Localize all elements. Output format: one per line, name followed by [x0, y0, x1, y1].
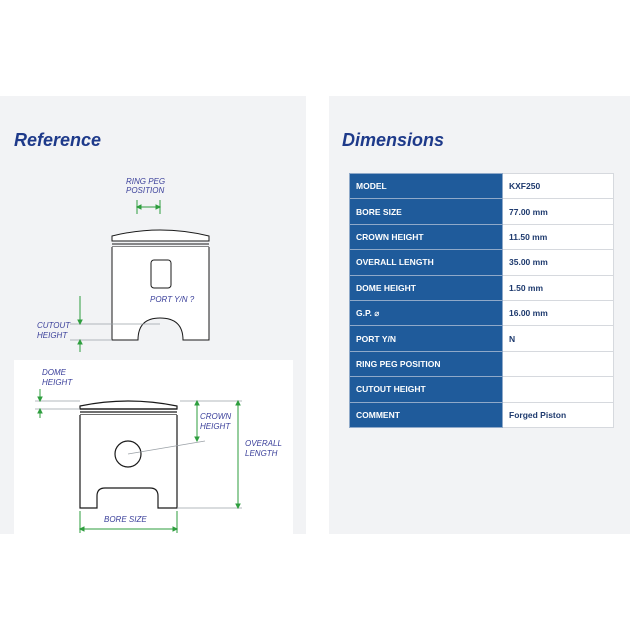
- dimension-key: RING PEG POSITION: [349, 350, 503, 378]
- crown-ref-line: [127, 440, 206, 455]
- label-crown-1: CROWN: [200, 412, 231, 421]
- label-ring-peg-2: POSITION: [126, 186, 164, 195]
- top-piston-dome: [111, 229, 210, 242]
- dimension-row: G.P. ⌀16.00 mm: [349, 299, 614, 327]
- dimension-key: PORT Y/N: [349, 325, 503, 352]
- dimension-key: BORE SIZE: [349, 198, 503, 225]
- ring-peg-arrow-left: [135, 204, 142, 210]
- cutout-arrow-bottom: [77, 338, 83, 345]
- label-dome-2: HEIGHT: [42, 378, 73, 387]
- reference-title: Reference: [14, 130, 102, 150]
- cutout-arrow-top: [77, 319, 83, 326]
- crown-arrow-top: [194, 399, 200, 406]
- dimension-value: 11.50 mm: [502, 223, 614, 251]
- dimension-value: 35.00 mm: [502, 249, 614, 276]
- dimension-key: MODEL: [349, 172, 503, 200]
- dimension-value: [502, 376, 614, 403]
- dimension-key: CUTOUT HEIGHT: [349, 376, 503, 403]
- dome-arrow-bottom: [37, 407, 43, 414]
- bore-arrow-right: [172, 526, 179, 532]
- dimension-value: KXF250: [502, 172, 614, 200]
- bottom-piston-dome: [79, 400, 178, 410]
- overall-arrow-bottom: [235, 503, 241, 510]
- dimension-value: N: [502, 325, 614, 352]
- reference-panel: Reference: [0, 96, 306, 534]
- label-dome-1: DOME: [42, 368, 67, 377]
- reference-diagram: RING PEG POSITION PORT Y/N ? CUTOUT HEIG…: [14, 177, 293, 534]
- dimension-value: 16.00 mm: [502, 299, 614, 327]
- dimension-key: CROWN HEIGHT: [349, 223, 503, 251]
- dimension-value: [502, 350, 614, 378]
- ring-peg-dimension: [135, 200, 162, 214]
- dimension-row: CUTOUT HEIGHT: [349, 376, 614, 403]
- dimension-key: COMMENT: [349, 401, 503, 428]
- crown-arrow-bottom: [194, 436, 200, 443]
- bottom-piston-diagram: [35, 400, 242, 509]
- cutout-dimension: [77, 296, 83, 352]
- label-overall-1: OVERALL: [245, 439, 282, 448]
- dimension-value: 1.50 mm: [502, 274, 614, 301]
- label-port-yn: PORT Y/N ?: [150, 295, 195, 304]
- dome-height-dimension: [37, 389, 43, 418]
- ring-peg-arrow-right: [155, 204, 162, 210]
- dimension-key: G.P. ⌀: [349, 299, 503, 327]
- bore-arrow-left: [78, 526, 85, 532]
- dimension-key: OVERALL LENGTH: [349, 249, 503, 276]
- top-piston-diagram: [70, 229, 210, 341]
- bore-size-dimension: [78, 511, 179, 533]
- crown-height-dimension: [194, 399, 200, 443]
- dome-arrow-top: [37, 396, 43, 403]
- top-piston-body: [111, 247, 210, 341]
- label-bore-size: BORE SIZE: [104, 515, 147, 524]
- port-window: [150, 259, 172, 289]
- overall-arrow-top: [235, 399, 241, 406]
- overall-length-dimension: [235, 399, 241, 510]
- dimension-value: 77.00 mm: [502, 198, 614, 225]
- label-cutout-2: HEIGHT: [37, 331, 68, 340]
- label-overall-2: LENGTH: [245, 449, 278, 458]
- label-cutout-1: CUTOUT: [37, 321, 71, 330]
- label-ring-peg-1: RING PEG: [126, 177, 165, 186]
- dimension-value: Forged Piston: [502, 401, 614, 428]
- dimension-key: DOME HEIGHT: [349, 274, 503, 301]
- dimension-row: RING PEG POSITION: [349, 350, 614, 378]
- label-crown-2: HEIGHT: [200, 422, 231, 431]
- dimensions-title: Dimensions: [342, 130, 445, 150]
